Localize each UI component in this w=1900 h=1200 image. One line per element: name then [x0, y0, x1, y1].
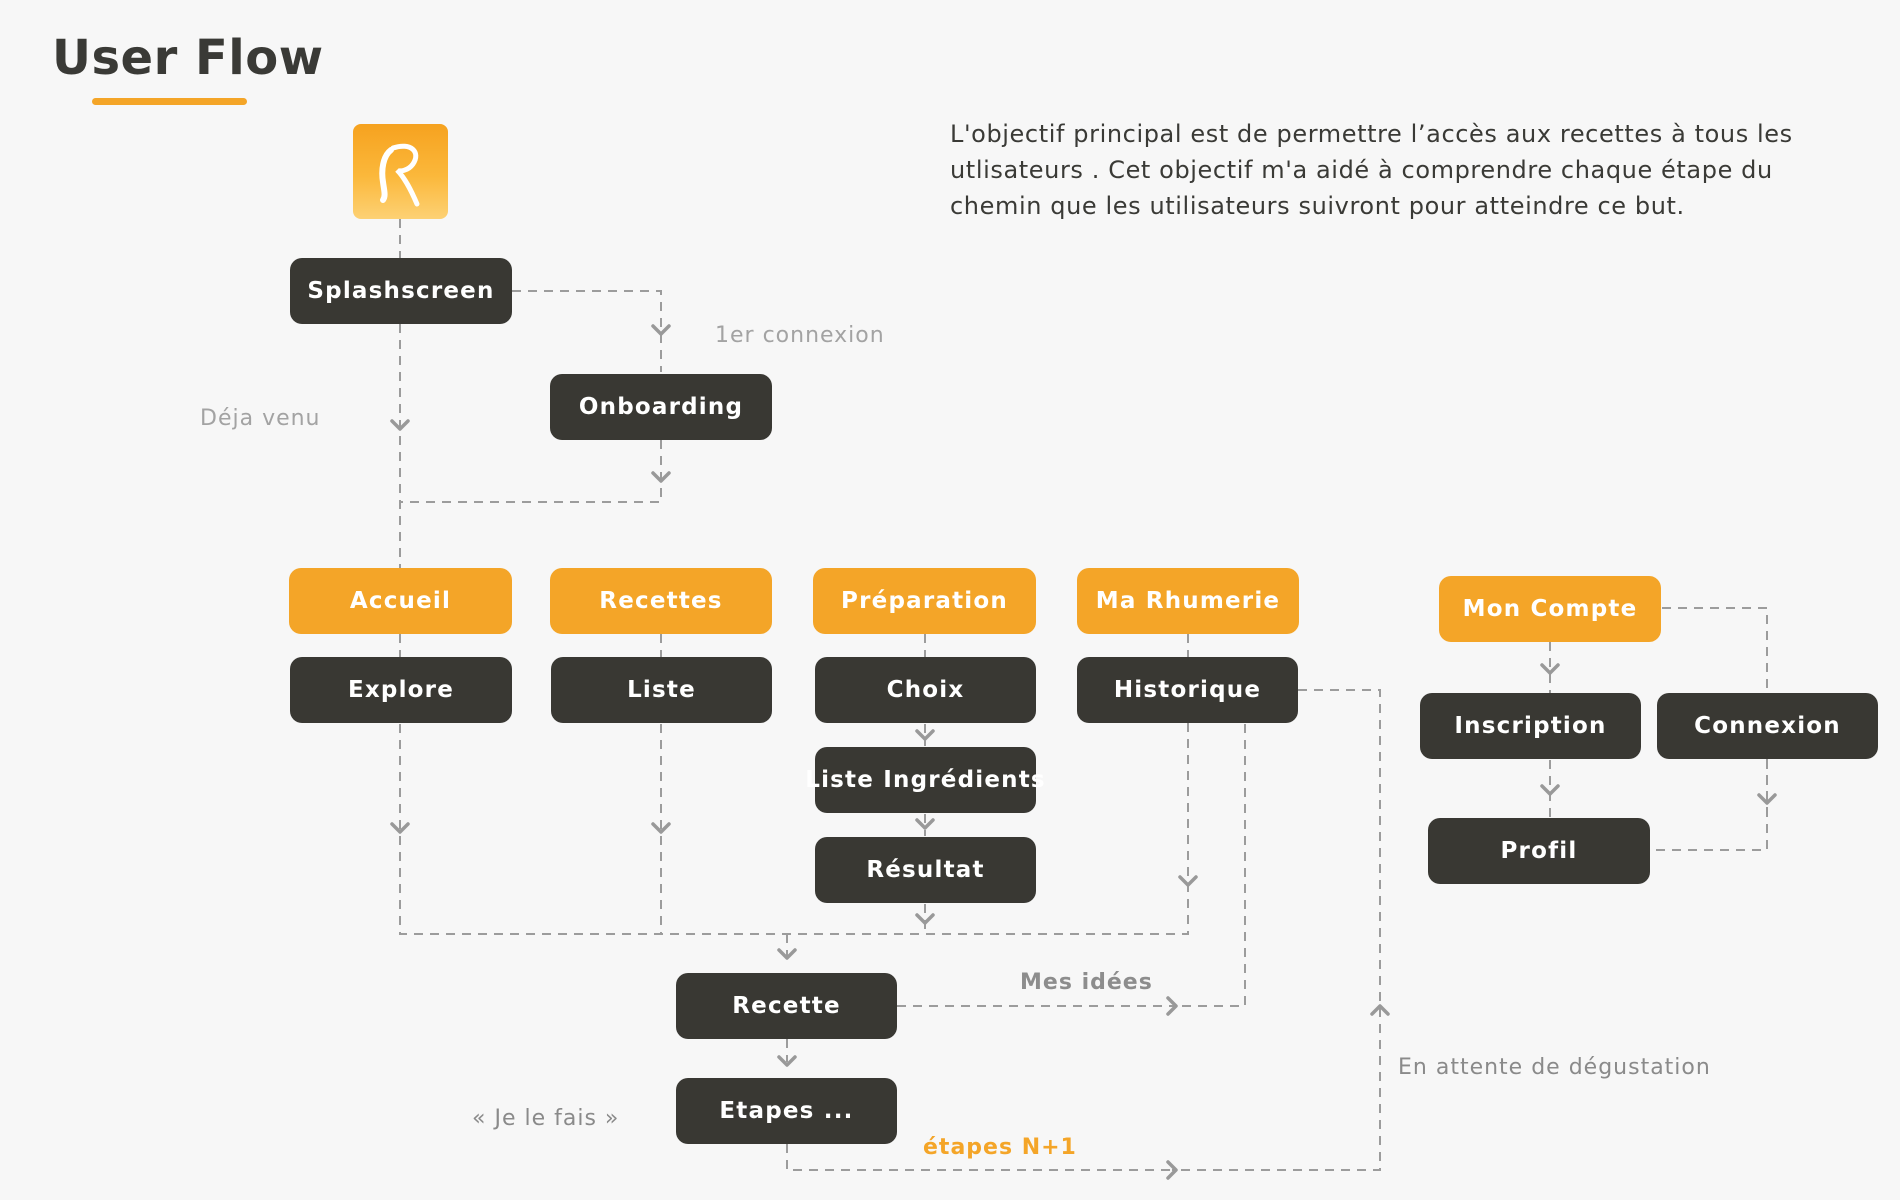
page-title: User Flow — [52, 30, 324, 86]
connector-compte-connexion-profil — [1662, 607, 1768, 810]
chevron-down-icon — [915, 913, 935, 925]
liste-node: Liste — [551, 657, 772, 723]
premiere-connexion-label: 1er connexion — [715, 323, 885, 348]
chevron-right-icon — [1166, 996, 1178, 1016]
mon-compte-section-node: Mon Compte — [1439, 576, 1661, 642]
accueil-section-node: Accueil — [289, 568, 512, 634]
onboarding-node: Onboarding — [550, 374, 772, 440]
en-attente-label: En attente de dégustation — [1398, 1055, 1711, 1080]
chevron-up-icon — [1370, 1004, 1390, 1016]
chevron-down-icon — [390, 822, 410, 834]
chevron-down-icon — [915, 729, 935, 741]
etapes-n1-label: étapes N+1 — [923, 1135, 1077, 1160]
app-logo — [353, 124, 448, 219]
connector-connexion-profil — [1650, 760, 1768, 851]
chevron-down-icon — [1757, 793, 1777, 805]
ma-rhumerie-section-node: Ma Rhumerie — [1077, 568, 1299, 634]
chevron-down-icon — [1540, 663, 1560, 675]
etapes-node: Etapes ... — [676, 1078, 897, 1144]
preparation-section-node: Préparation — [813, 568, 1036, 634]
connector-splash-onboarding — [512, 290, 662, 372]
chevron-right-icon — [1166, 1160, 1178, 1180]
connector-onboarding-merge — [400, 440, 662, 503]
historique-node: Historique — [1077, 657, 1298, 723]
title-underline — [92, 98, 247, 105]
chevron-down-icon — [1178, 875, 1198, 887]
intro-text: L'objectif principal est de permettre l’… — [950, 120, 1793, 220]
splashscreen-node: Splashscreen — [290, 258, 512, 324]
logo-r-icon — [379, 143, 420, 207]
recette-node: Recette — [676, 973, 897, 1039]
resultat-node: Résultat — [815, 837, 1036, 903]
connector-etapes-n1 — [786, 1144, 1172, 1171]
chevron-down-icon — [390, 419, 410, 431]
connector-historique-etapes — [1172, 689, 1381, 1171]
mes-idees-label: Mes idées — [1020, 970, 1153, 995]
chevron-down-icon — [915, 818, 935, 830]
chevron-down-icon — [651, 822, 671, 834]
connector-merge-line — [399, 720, 1189, 935]
chevron-down-icon — [651, 324, 671, 336]
connector-historique-recette — [1172, 724, 1246, 1007]
choix-node: Choix — [815, 657, 1036, 723]
explore-node: Explore — [290, 657, 512, 723]
connexion-node: Connexion — [1657, 693, 1878, 759]
chevron-down-icon — [777, 948, 797, 960]
chevron-down-icon — [1540, 784, 1560, 796]
liste-ingredients-node: Liste Ingrédients — [805, 747, 1045, 813]
profil-node: Profil — [1428, 818, 1650, 884]
inscription-node: Inscription — [1420, 693, 1641, 759]
deja-venu-label: Déja venu — [200, 406, 321, 431]
chevron-down-icon — [651, 471, 671, 483]
recettes-section-node: Recettes — [550, 568, 772, 634]
chevron-down-icon — [777, 1055, 797, 1067]
je-le-fais-label: « Je le fais » — [472, 1106, 620, 1131]
